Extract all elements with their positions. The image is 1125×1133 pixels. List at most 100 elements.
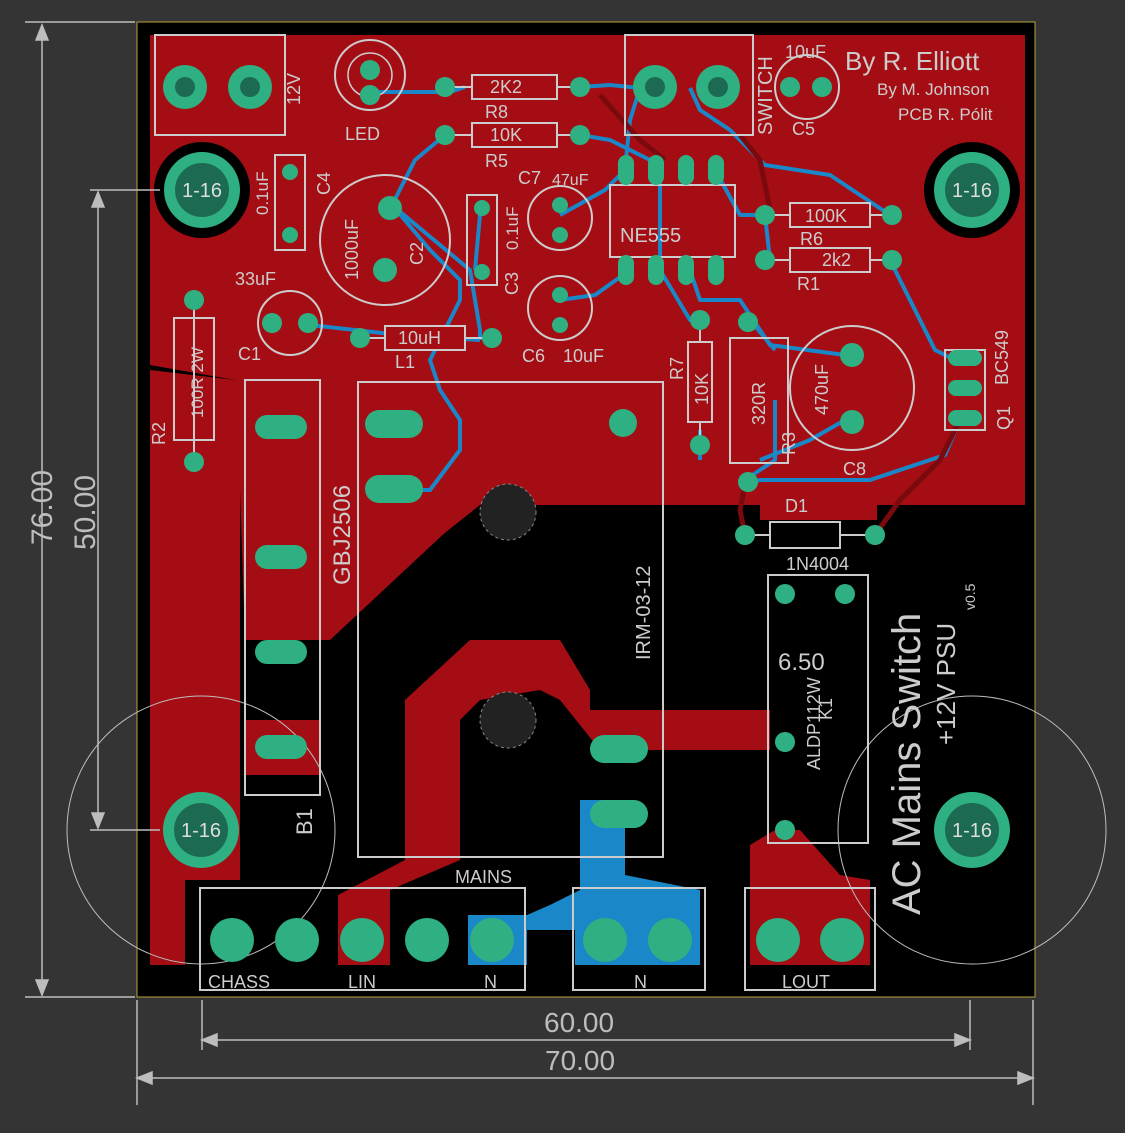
ref-label: C3 [502, 272, 522, 295]
capacitor-c4[interactable]: 0.1uF C4 [253, 154, 334, 251]
ref-label: C7 [518, 168, 541, 188]
ref-label: C1 [238, 344, 261, 364]
resistor-r1[interactable]: 2k2 R1 [755, 247, 902, 294]
label-chass: CHASS [208, 972, 270, 992]
label-12v: 12V [284, 73, 304, 105]
value-label: 10uF [785, 42, 826, 62]
label-n2: N [634, 972, 647, 992]
value-label: 10K [692, 373, 712, 405]
value-label: 10K [490, 125, 522, 145]
ref-label: L1 [395, 352, 415, 372]
terminal-lout[interactable]: LOUT [744, 887, 876, 992]
ref-label: K1 [816, 698, 836, 720]
psu-bolt-bottom [479, 691, 537, 749]
diode-d1[interactable]: D1 1N4004 [735, 496, 885, 574]
value-label: 1N4004 [786, 554, 849, 574]
ref-label: R3 [779, 432, 799, 455]
ref-label: R6 [800, 229, 823, 249]
ref-label: IRM-03-12 [633, 566, 655, 660]
resistor-r3[interactable]: 320R R3 [729, 312, 799, 492]
board-subtitle: +12V PSU [931, 623, 961, 745]
credit-mj: By M. Johnson [877, 80, 989, 99]
hole-label: 1-16 [952, 180, 992, 202]
credit-pcb: PCB R. Pólit [898, 105, 993, 124]
capacitor-c2[interactable]: 1000uF C2 [319, 174, 451, 306]
ref-label: LED [345, 124, 380, 144]
capacitor-c8[interactable]: 470uF C8 [789, 325, 915, 479]
dimension-76: 76.00 [25, 21, 135, 998]
ref-label: C8 [843, 459, 866, 479]
resistor-r2[interactable]: 100R 2W R2 [149, 290, 215, 472]
ref-label: Q1 [994, 406, 1014, 430]
dim-76-label: 76.00 [26, 470, 59, 545]
mounting-hole-bl: 1-16 [66, 695, 336, 965]
board-version: v0.5 [962, 583, 978, 610]
value-label: 320R [749, 382, 769, 425]
ref-label: NE555 [620, 225, 681, 247]
value-label: 2k2 [822, 250, 851, 270]
capacitor-c7[interactable]: 47uF C7 [518, 168, 593, 251]
value-label: 470uF [812, 364, 832, 415]
value-label: 10uF [563, 346, 604, 366]
value-label: ALDP112W [804, 677, 824, 770]
ref-label: R1 [797, 274, 820, 294]
ref-label: R2 [149, 422, 169, 445]
label-n1: N [484, 972, 497, 992]
label-lout: LOUT [782, 972, 830, 992]
credit-author: By R. Elliott [845, 46, 980, 76]
resistor-r5[interactable]: 10K R5 [435, 122, 590, 171]
dim-70-label: 70.00 [545, 1045, 615, 1076]
ref-label: C5 [792, 119, 815, 139]
capacitor-c6[interactable]: 10uF C6 [522, 275, 604, 366]
ref-label: C2 [407, 242, 427, 265]
mounting-hole-tl: 1-16 [154, 142, 250, 238]
value-label: GBJ2506 [329, 485, 356, 585]
capacitor-c3[interactable]: 0.1uF C3 [466, 194, 522, 295]
label-lin: LIN [348, 972, 376, 992]
ref-label: C4 [314, 172, 334, 195]
terminal-switch[interactable]: SWITCH [624, 34, 777, 136]
transistor-q1[interactable]: BC549 Q1 [944, 330, 1014, 431]
terminal-12v[interactable]: 12V [154, 34, 304, 136]
value-label: 100K [805, 206, 847, 226]
ref-label: R7 [667, 357, 687, 380]
resistor-r8[interactable]: 2K2 R8 [435, 74, 590, 122]
inductor-l1[interactable]: 10uH L1 [350, 325, 502, 372]
resistor-r7[interactable]: 10K R7 [667, 310, 713, 455]
ref-label: R8 [485, 102, 508, 122]
label-switch: SWITCH [755, 56, 777, 135]
psu-bolt-top [479, 483, 537, 541]
component-led[interactable]: LED [334, 39, 406, 144]
value-label: 100R 2W [188, 347, 207, 418]
value-label: 0.1uF [503, 207, 522, 250]
value-label: 47uF [552, 172, 589, 189]
capacitor-c1[interactable]: 33uF C1 [235, 269, 323, 364]
mounting-hole-br: 1-16 [837, 695, 1107, 965]
top-signal-traces [598, 93, 963, 537]
value-label: 2K2 [490, 77, 522, 97]
ref-label: B1 [292, 808, 317, 835]
value-label: 33uF [235, 269, 276, 289]
dimension-50: 50.00 [69, 189, 160, 831]
ref-label: D1 [785, 496, 808, 516]
terminal-mains[interactable]: MAINS CHASS LIN N [199, 867, 526, 992]
value-label: BC549 [992, 330, 1012, 385]
bridge-b1[interactable]: GBJ2506 B1 [244, 379, 356, 835]
relay-k1[interactable]: ALDP112W K1 6.50 [767, 574, 869, 844]
psu-module[interactable]: IRM-03-12 [357, 381, 664, 858]
capacitor-c5[interactable]: 10uF C5 [774, 42, 840, 139]
terminal-neutral[interactable]: N [572, 887, 706, 992]
dim-60-label: 60.00 [544, 1007, 614, 1038]
pitch-label: 6.50 [778, 649, 825, 676]
dimension-70: 70.00 [134, 1000, 1036, 1105]
ic-ne555[interactable]: NE555 [609, 155, 736, 285]
ref-label: R5 [485, 151, 508, 171]
hole-label: 1-16 [181, 820, 221, 842]
hole-label: 1-16 [952, 820, 992, 842]
ref-label: C6 [522, 346, 545, 366]
hole-label: 1-16 [182, 180, 222, 202]
mounting-hole-tr: 1-16 [924, 142, 1020, 238]
resistor-r6[interactable]: 100K R6 [755, 202, 902, 249]
copper-trace-chass [245, 400, 330, 775]
